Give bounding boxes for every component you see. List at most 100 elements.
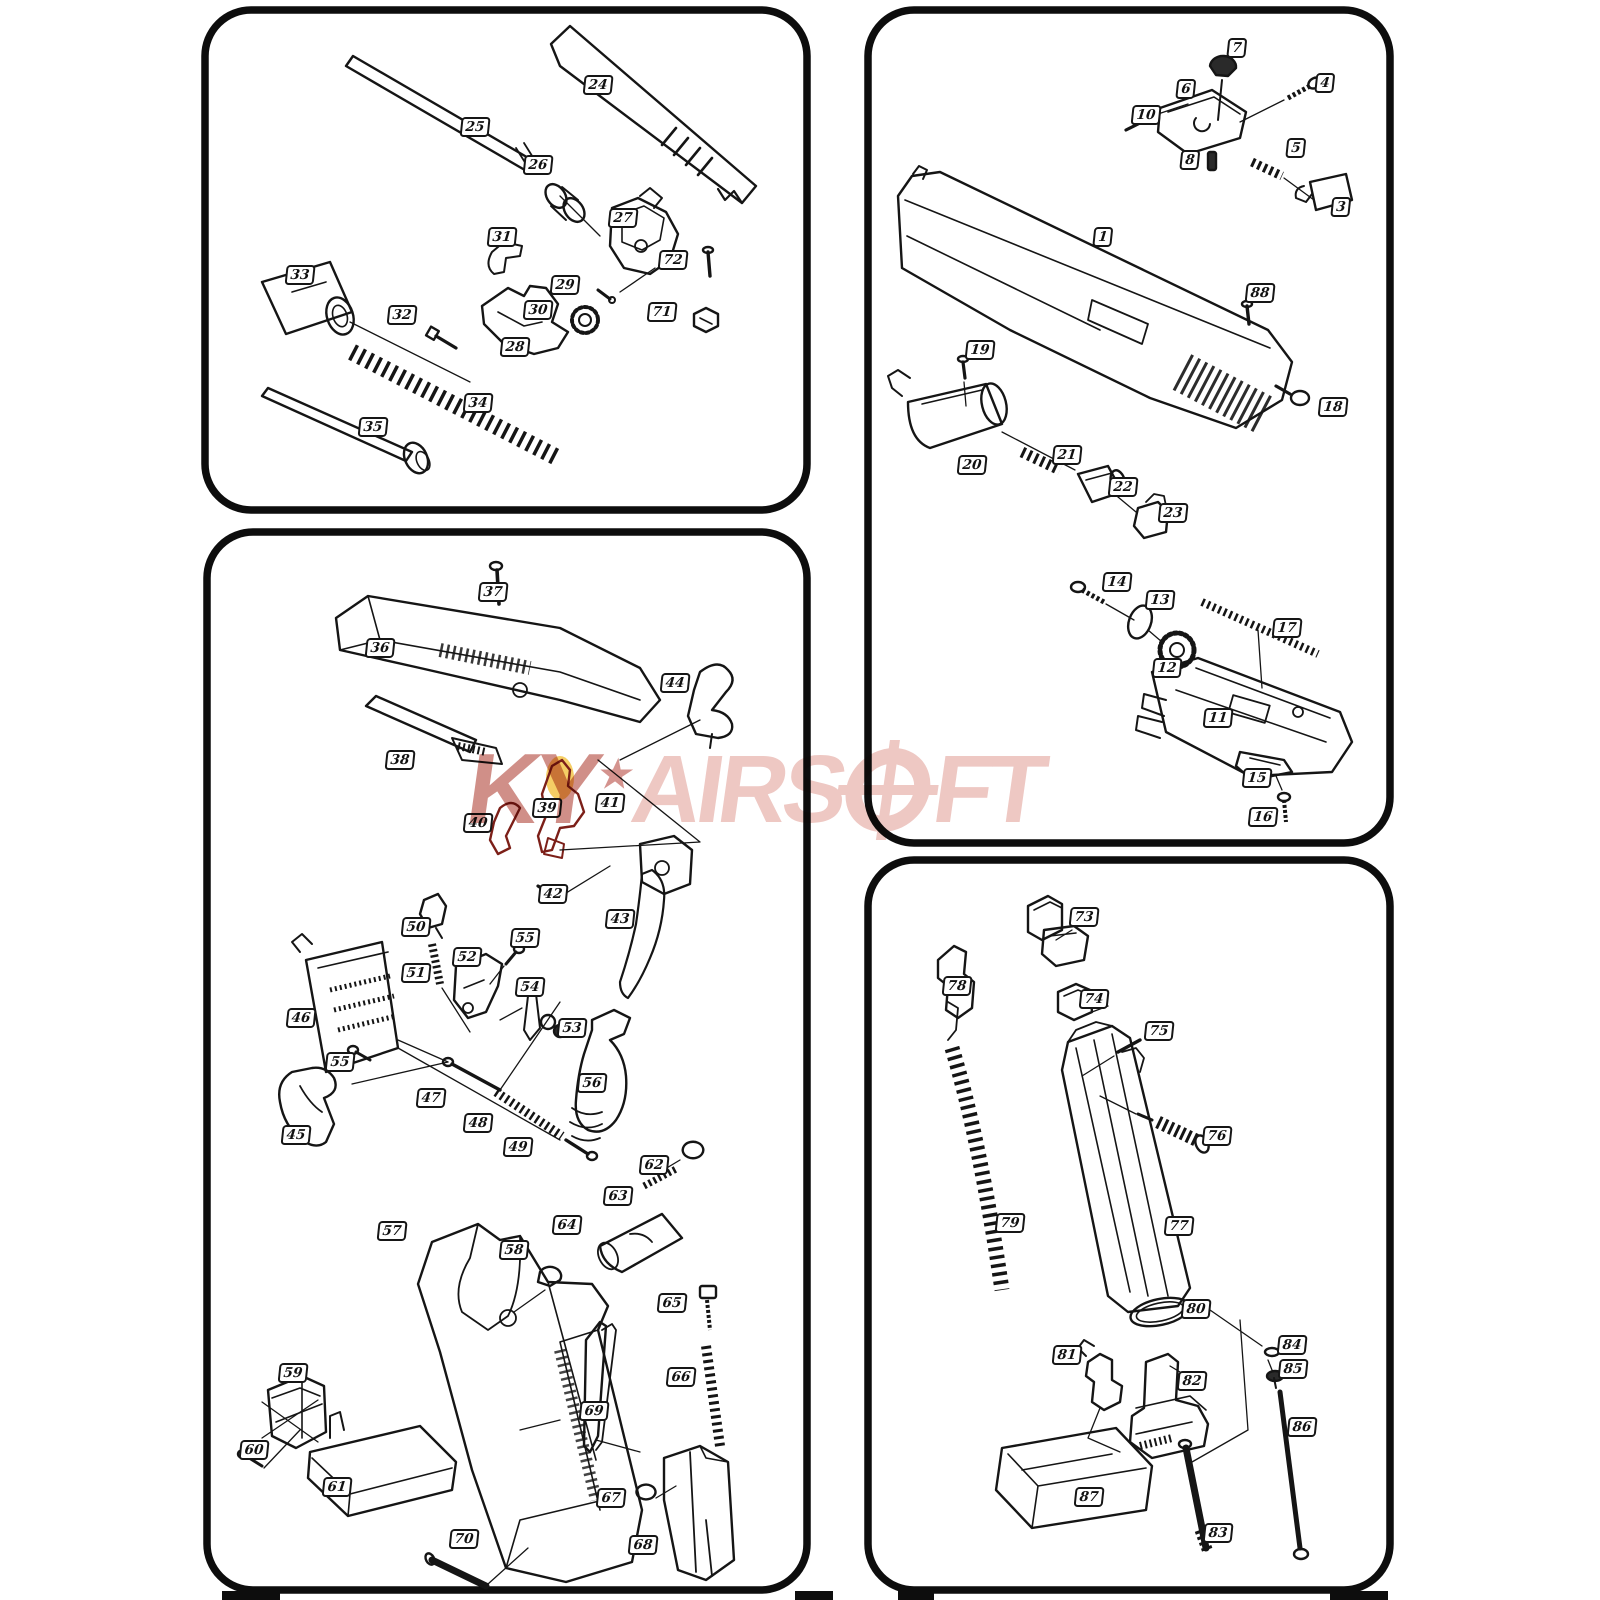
part-label-13: 13 — [1144, 590, 1176, 610]
panel-frames — [201, 6, 1394, 1594]
part-label-44: 44 — [659, 673, 691, 693]
part-screw-65 — [698, 1284, 718, 1331]
part-leader-triangle-41 — [559, 759, 701, 851]
part-label-73: 73 — [1068, 907, 1100, 927]
part-label-32: 32 — [386, 305, 418, 325]
part-magazine-body-77 — [1060, 1021, 1192, 1314]
part-plate-15 — [1234, 750, 1294, 791]
part-sear-block-52 — [452, 952, 504, 1020]
part-label-81: 81 — [1051, 1345, 1083, 1365]
part-label-46: 46 — [285, 1008, 317, 1028]
part-label-55: 55 — [324, 1052, 356, 1072]
bottom-mark-2 — [898, 1591, 934, 1600]
part-screw-18 — [1274, 384, 1311, 407]
part-label-6: 6 — [1175, 79, 1197, 99]
part-hex-nut-71 — [692, 306, 720, 334]
part-label-28: 28 — [499, 337, 531, 357]
part-frame-rail-36 — [334, 594, 662, 724]
part-label-16: 16 — [1247, 807, 1279, 827]
part-round-nut-30 — [570, 305, 600, 335]
part-label-57: 57 — [376, 1221, 408, 1241]
part-spring-66 — [701, 1345, 725, 1447]
part-screw-32 — [424, 325, 458, 350]
part-nozzle-spring-21 — [1019, 447, 1063, 475]
part-pin-75 — [1081, 1038, 1142, 1077]
part-label-76: 76 — [1201, 1126, 1233, 1146]
part-label-25: 25 — [459, 117, 491, 137]
part-label-84: 84 — [1276, 1335, 1308, 1355]
part-screw-4 — [1239, 76, 1323, 123]
part-label-69: 69 — [578, 1401, 610, 1421]
part-sear-40 — [488, 801, 522, 856]
axis-line-nozzle-group — [1001, 431, 1137, 513]
part-label-82: 82 — [1176, 1371, 1208, 1391]
leader-lines-mag-group — [1055, 929, 1197, 1373]
part-label-83: 83 — [1202, 1523, 1234, 1543]
part-piston-head-23 — [1132, 493, 1170, 540]
part-pin-72 — [701, 245, 715, 278]
part-slide-1 — [896, 165, 1294, 434]
part-label-86: 86 — [1286, 1417, 1318, 1437]
part-hook-lever-31 — [487, 241, 523, 275]
part-label-58: 58 — [498, 1240, 530, 1260]
part-label-74: 74 — [1078, 989, 1110, 1009]
part-grip-screw-58 — [513, 1265, 563, 1313]
part-label-52: 52 — [451, 947, 483, 967]
part-label-61: 61 — [321, 1477, 353, 1497]
part-label-70: 70 — [448, 1529, 480, 1549]
part-label-19: 19 — [964, 340, 996, 360]
part-label-78: 78 — [941, 976, 973, 996]
part-base-pad-87 — [994, 1426, 1154, 1530]
part-label-4: 4 — [1314, 73, 1336, 93]
bottom-mark-3 — [1330, 1591, 1388, 1600]
part-label-22: 22 — [1107, 477, 1139, 497]
part-label-5: 5 — [1285, 138, 1307, 158]
part-base-block-82 — [1128, 1352, 1210, 1460]
part-label-3: 3 — [1330, 197, 1352, 217]
part-label-37: 37 — [477, 582, 509, 602]
part-label-79: 79 — [994, 1213, 1026, 1233]
part-label-1: 1 — [1092, 227, 1114, 247]
part-label-72: 72 — [657, 250, 689, 270]
part-label-15: 15 — [1241, 768, 1273, 788]
part-label-51: 51 — [400, 963, 432, 983]
part-label-36: 36 — [364, 638, 396, 658]
part-label-67: 67 — [595, 1488, 627, 1508]
part-loading-nozzle-20 — [887, 369, 1008, 450]
part-screw-16 — [1276, 791, 1292, 823]
part-label-50: 50 — [400, 917, 432, 937]
part-sight-knob-7 — [1208, 54, 1238, 121]
part-hammer-39 — [536, 758, 586, 859]
part-label-87: 87 — [1073, 1487, 1105, 1507]
part-label-24: 24 — [582, 75, 614, 95]
part-catch-50 — [418, 892, 448, 939]
part-label-41: 41 — [594, 793, 626, 813]
part-label-45: 45 — [280, 1125, 312, 1145]
part-label-14: 14 — [1101, 572, 1133, 592]
part-label-11: 11 — [1202, 708, 1234, 728]
part-label-68: 68 — [627, 1535, 659, 1555]
part-bracket-81 — [1077, 1339, 1124, 1453]
part-label-53: 53 — [556, 1018, 588, 1038]
part-label-18: 18 — [1317, 397, 1349, 417]
part-label-26: 26 — [522, 155, 554, 175]
part-grip-frame-57 — [416, 1222, 644, 1584]
part-pin-70 — [424, 1547, 529, 1590]
part-label-40: 40 — [462, 813, 494, 833]
part-label-75: 75 — [1143, 1021, 1175, 1041]
part-pin-47 — [397, 1001, 561, 1092]
part-label-23: 23 — [1157, 503, 1189, 523]
part-label-71: 71 — [646, 302, 678, 322]
part-spring-63 — [642, 1164, 680, 1190]
part-recoil-spring-34 — [348, 344, 562, 466]
axis-line-barrel-group — [349, 195, 656, 383]
part-spring-51 — [428, 943, 471, 1033]
part-label-43: 43 — [604, 909, 636, 929]
part-label-35: 35 — [357, 417, 389, 437]
part-label-62: 62 — [638, 1155, 670, 1175]
part-label-88: 88 — [1244, 283, 1276, 303]
part-label-54: 54 — [514, 977, 546, 997]
part-label-59: 59 — [277, 1363, 309, 1383]
part-label-60: 60 — [238, 1440, 270, 1460]
